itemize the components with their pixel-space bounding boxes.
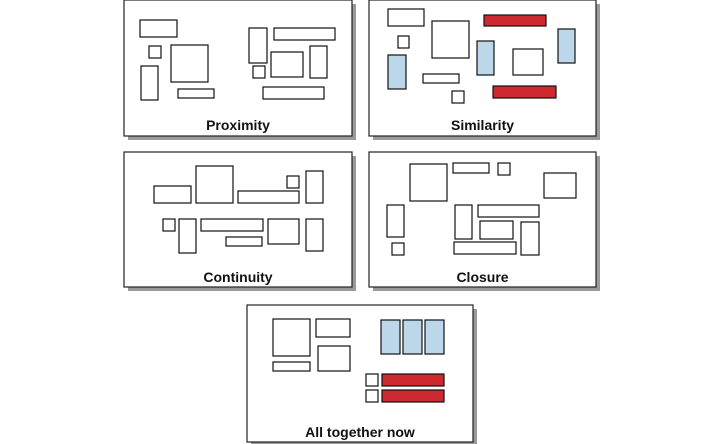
shape-plain-rect [386,204,405,238]
shape-plain-rect [391,242,405,256]
shape-plain-rect [512,48,544,76]
shape-red-rect [492,85,557,99]
shape-plain-rect [454,204,473,240]
shape-plain-rect [170,44,209,83]
shape-plain-rect [162,218,176,232]
panel-continuity: Continuity [123,151,356,291]
shape-plain-rect [195,165,234,204]
shape-plain-rect [273,27,336,41]
shape-blue-rect [387,54,407,90]
shape-blue-rect [380,319,401,355]
shape-blue-rect [402,319,423,355]
shape-plain-rect [200,218,264,232]
shape-plain-rect [409,163,448,202]
shape-plain-rect [431,20,470,59]
shape-plain-rect [225,236,263,247]
shape-plain-rect [453,241,517,255]
shape-plain-rect [365,389,379,403]
shape-plain-rect [178,218,197,254]
panel-all-together: All together now [246,304,477,444]
shape-plain-rect [451,90,465,104]
shape-plain-rect [139,19,178,38]
panel-label: Continuity [203,269,272,285]
shape-plain-rect [305,218,324,252]
shape-plain-rect [177,88,215,99]
shape-plain-rect [543,172,577,199]
shape-plain-rect [520,221,540,256]
shape-plain-rect [272,361,311,372]
shape-plain-rect [315,318,351,338]
shape-plain-rect [365,373,379,387]
panel-label: All together now [305,424,415,440]
shape-plain-rect [286,175,300,189]
shape-plain-rect [477,204,540,218]
panel-label: Proximity [206,117,270,133]
panel-label: Similarity [451,117,514,133]
shape-blue-rect [557,28,576,64]
shape-plain-rect [479,220,514,240]
shape-plain-rect [270,51,304,78]
shape-plain-rect [452,162,490,174]
panel-closure: Closure [368,151,600,291]
shape-plain-rect [317,345,351,372]
shape-plain-rect [272,318,311,357]
shape-plain-rect [397,35,410,49]
shape-plain-rect [387,8,425,27]
shape-plain-rect [309,45,328,79]
shape-plain-rect [237,190,300,204]
shape-plain-rect [267,218,300,245]
shape-blue-rect [424,319,445,355]
panel-similarity: Similarity [368,0,600,140]
shape-plain-rect [305,170,324,204]
shape-plain-rect [148,45,162,59]
shape-plain-rect [248,27,268,64]
shape-plain-rect [252,65,266,79]
shape-red-rect [483,14,547,27]
shape-plain-rect [140,65,159,101]
shape-plain-rect [262,86,325,100]
shape-red-rect [381,373,445,387]
panel-proximity: Proximity [123,0,356,140]
shape-plain-rect [422,73,460,84]
panel-label: Closure [456,269,508,285]
shape-red-rect [381,389,445,403]
shape-plain-rect [497,162,511,176]
shape-plain-rect [153,185,192,204]
shape-blue-rect [476,40,495,76]
